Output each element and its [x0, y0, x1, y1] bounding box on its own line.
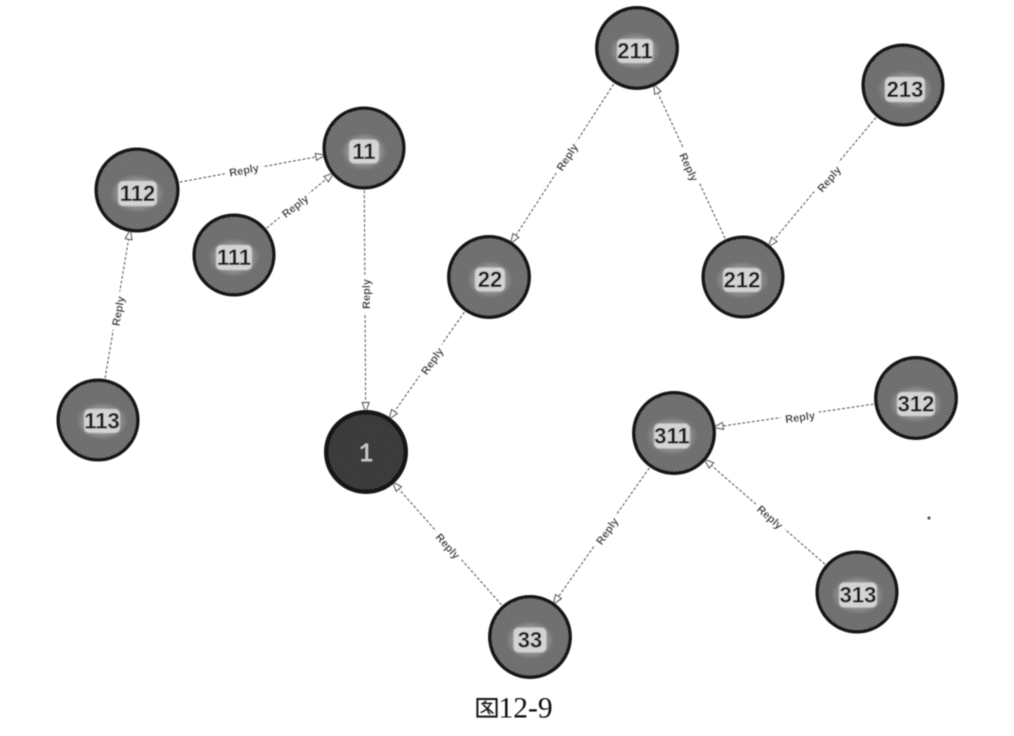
svg-text:Reply: Reply — [228, 162, 261, 179]
svg-text:12-9: 12-9 — [499, 693, 553, 725]
svg-text:22: 22 — [478, 267, 502, 292]
svg-text:33: 33 — [518, 628, 542, 653]
svg-text:313: 313 — [840, 583, 877, 608]
svg-text:112: 112 — [120, 181, 156, 206]
svg-text:113: 113 — [84, 409, 120, 434]
svg-text:111: 111 — [217, 245, 251, 270]
svg-text:Reply: Reply — [361, 278, 373, 309]
svg-text:Reply: Reply — [784, 410, 816, 426]
svg-text:312: 312 — [898, 392, 935, 417]
svg-text:Reply: Reply — [110, 295, 127, 327]
svg-text:311: 311 — [654, 424, 690, 449]
svg-text:212: 212 — [724, 268, 761, 293]
svg-text:211: 211 — [617, 39, 653, 64]
svg-text:213: 213 — [887, 77, 924, 102]
svg-text:11: 11 — [352, 139, 375, 164]
